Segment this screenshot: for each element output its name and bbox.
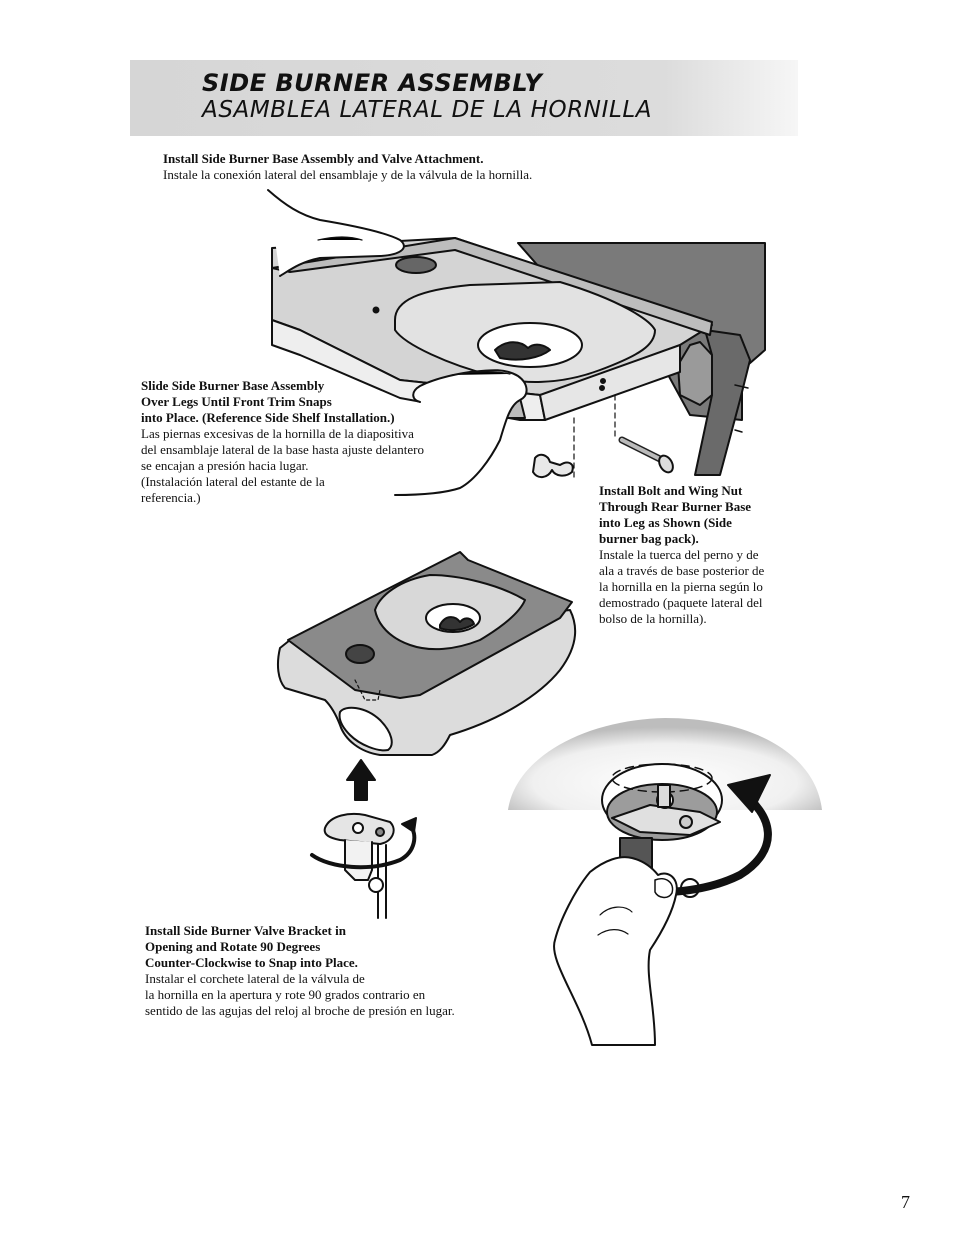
step-text-line: demostrado (paquete lateral del (599, 595, 763, 610)
valve-bracket-illustration (310, 812, 417, 919)
burner-base-illustration (276, 551, 577, 801)
step-text-line: Las piernas excesivas de la hornilla de … (141, 426, 414, 441)
page-subtitle: ASAMBLEA LATERAL DE LA HORNILLA (202, 97, 653, 123)
step-text-line: la hornilla en la pierna según lo (599, 579, 763, 594)
step-heading-line: Install Bolt and Wing Nut (599, 483, 743, 498)
step-heading: Install Side Burner Base Assembly and Va… (163, 151, 484, 166)
page-number: 7 (901, 1192, 910, 1212)
step-install-valve-bracket: Install Side Burner Valve Bracket in Ope… (145, 923, 515, 1019)
step-text-line: Instalar el corchete lateral de la válvu… (145, 971, 365, 986)
step-text-line: Instale la conexión lateral del ensambla… (163, 167, 533, 182)
step-install-base: Install Side Burner Base Assembly and Va… (163, 151, 532, 183)
step-text-line: referencia.) (141, 490, 201, 505)
step-text-line: ala a través de base posterior de (599, 563, 765, 578)
grill-side-illustration (267, 189, 766, 496)
step-heading-line: Opening and Rotate 90 Degrees (145, 939, 321, 954)
zoom-detail-illustration (508, 718, 822, 1046)
title-banner: SIDE BURNER ASSEMBLY ASAMBLEA LATERAL DE… (130, 60, 798, 136)
step-install-bolt: Install Bolt and Wing Nut Through Rear B… (599, 483, 794, 627)
step-heading-line: Over Legs Until Front Trim Snaps (141, 394, 332, 409)
step-heading-line: into Leg as Shown (Side (599, 515, 732, 530)
step-text-line: Instale la tuerca del perno y de (599, 547, 759, 562)
step-slide-base: Slide Side Burner Base Assembly Over Leg… (141, 378, 476, 506)
page-title: SIDE BURNER ASSEMBLY (202, 69, 543, 97)
step-heading-line: Slide Side Burner Base Assembly (141, 378, 325, 393)
step-text-line: del ensamblaje lateral de la base hasta … (141, 442, 424, 457)
step-heading-line: Install Side Burner Valve Bracket in (145, 923, 346, 938)
step-heading-line: Counter-Clockwise to Snap into Place. (145, 955, 358, 970)
step-heading-line: burner bag pack). (599, 531, 699, 546)
step-text-line: (Instalación lateral del estante de la (141, 474, 325, 489)
step-text-line: sentido de las agujas del reloj al broch… (145, 1003, 455, 1018)
step-text-line: la hornilla en la apertura y rote 90 gra… (145, 987, 426, 1002)
step-text-line: se encajan a presión hacia lugar. (141, 458, 309, 473)
step-text-line: bolso de la hornilla). (599, 611, 707, 626)
step-heading-line: Through Rear Burner Base (599, 499, 752, 514)
step-heading-line: into Place. (Reference Side Shelf Instal… (141, 410, 395, 425)
